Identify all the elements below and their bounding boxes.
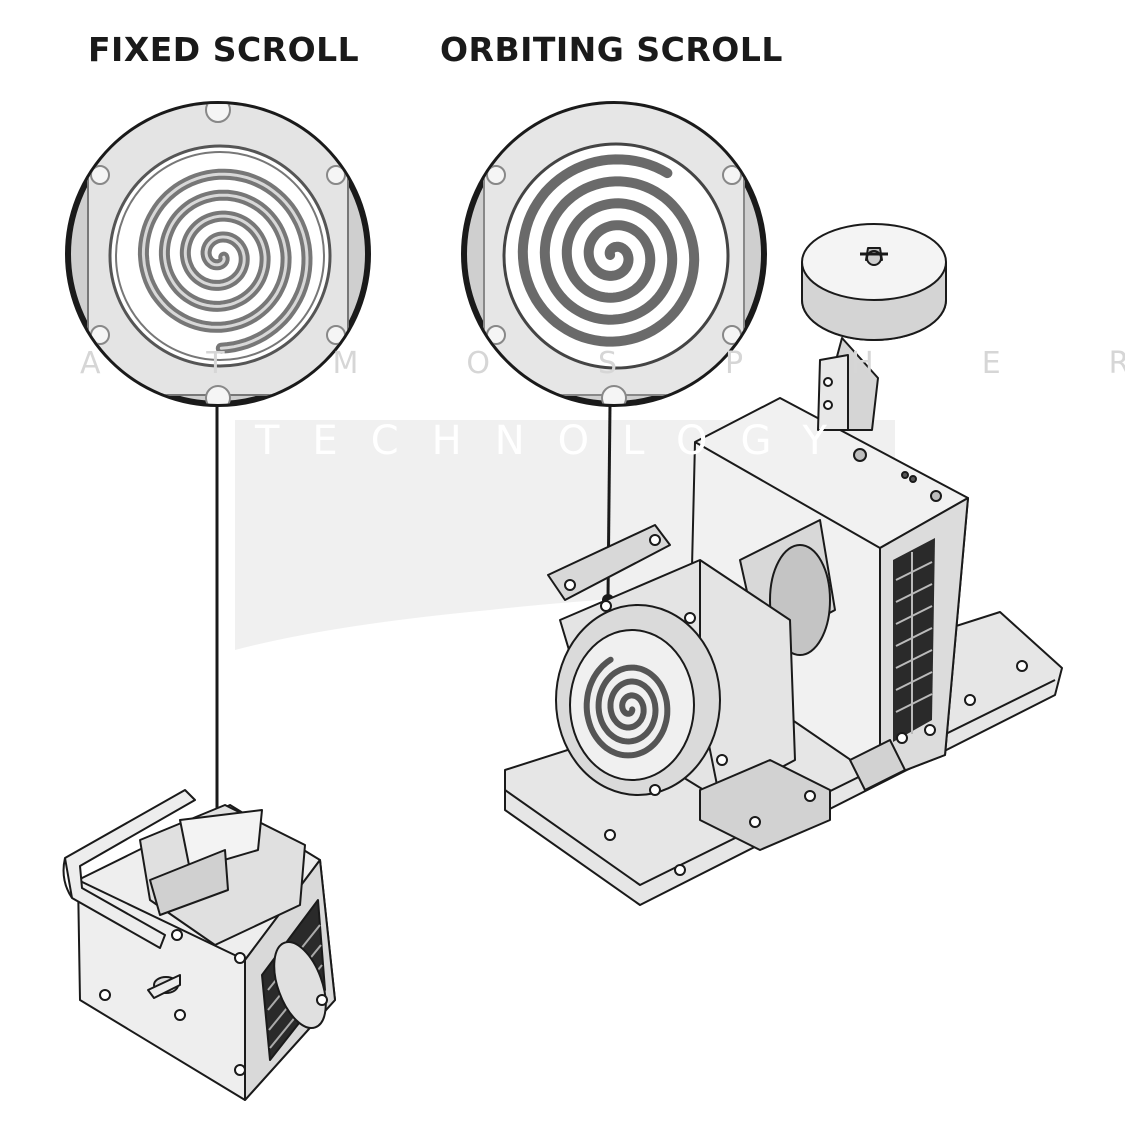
- orbiting-scroll-label: ORBITING SCROLL: [440, 30, 783, 69]
- watermark-line1: ATMOSPHERE: [80, 346, 1125, 381]
- orbiting-scroll-zoom-circle: [461, 101, 767, 407]
- orbiting-scroll-spiral: [517, 154, 700, 347]
- scroll-module-unit: [62, 789, 336, 1101]
- fixed-scroll-label: FIXED SCROLL: [88, 30, 360, 69]
- watermark-line2: TECHNOLOGY: [255, 418, 860, 464]
- compressor-assembly: [504, 223, 1063, 906]
- fixed-scroll-zoom-circle: [65, 101, 371, 407]
